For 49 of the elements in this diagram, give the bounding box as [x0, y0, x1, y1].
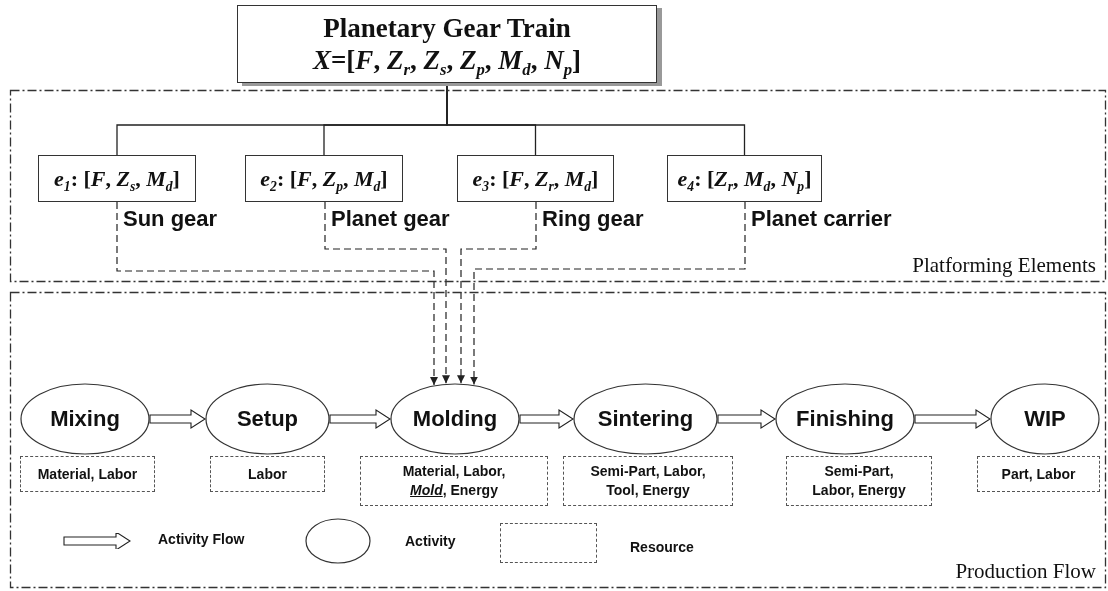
- dashed-arrow: [324, 201, 450, 384]
- block-arrow: [329, 409, 391, 429]
- block-arrow: [914, 409, 991, 429]
- resource-box: [977, 456, 1100, 492]
- resource-box: [360, 456, 548, 506]
- activity-ellipse: [20, 383, 150, 455]
- activity-ellipse: [205, 383, 330, 455]
- activity-label: Sintering: [597, 406, 694, 432]
- element-formula: e$_{2}$: [F, Z$_{p}$, M$_{d}$]: [260, 165, 388, 192]
- resource-box: [563, 456, 733, 506]
- dashed-arrow: [116, 201, 438, 386]
- activity-label: Mixing: [50, 406, 120, 432]
- resource-box: [786, 456, 932, 506]
- element-formula: e$_{4}$: [Z$_{r}$, M$_{d}$, N$_{p}$]: [677, 165, 812, 192]
- part-name: Sun gear: [123, 206, 218, 232]
- resource-box: [210, 456, 325, 492]
- resource-box: [20, 456, 155, 492]
- resource-text: Labor: [248, 464, 287, 484]
- group-frame: [10, 292, 1106, 588]
- element-formula: e$_{1}$: [F, Z$_{s}$, M$_{d}$]: [54, 165, 180, 192]
- block-arrow: [717, 409, 776, 429]
- activity-ellipse: [775, 383, 915, 455]
- part-name: Planet carrier: [751, 206, 892, 232]
- element-formula: e$_{3}$: [F, Z$_{r}$, M$_{d}$]: [472, 165, 599, 192]
- group-frame: [10, 90, 1106, 282]
- legend-label: Activity: [405, 533, 456, 549]
- dashed-arrow: [457, 201, 537, 384]
- resource-text: Material, Labor: [37, 464, 138, 484]
- resource-text: Semi-Part, Labor, Energy: [811, 462, 907, 500]
- group-title: Platforming Elements: [912, 253, 1096, 278]
- legend-label: Resource: [630, 539, 694, 555]
- resource-text: Semi-Part, Labor, Tool, Energy: [589, 462, 707, 500]
- legend-label: Activity Flow: [158, 531, 245, 547]
- activity-ellipse: [573, 383, 718, 455]
- block-arrow: [519, 409, 574, 429]
- group-title: Production Flow: [955, 559, 1096, 584]
- activity-label: Molding: [412, 406, 498, 432]
- resource-text: Material, Labor, Mold, Energy: [401, 462, 507, 500]
- activity-ellipse: [390, 383, 520, 455]
- dashed-arrow: [470, 201, 746, 386]
- block-arrow: [149, 409, 206, 429]
- part-name: Planet gear: [331, 206, 450, 232]
- activity-label: Finishing: [796, 406, 894, 432]
- activity-label: WIP: [1024, 406, 1066, 432]
- activity-label: Setup: [236, 406, 299, 432]
- box-heading: Planetary Gear Train: [323, 12, 571, 44]
- part-name: Ring gear: [542, 206, 644, 232]
- resource-text: Part, Labor: [1001, 464, 1076, 484]
- activity-ellipse: [990, 383, 1100, 455]
